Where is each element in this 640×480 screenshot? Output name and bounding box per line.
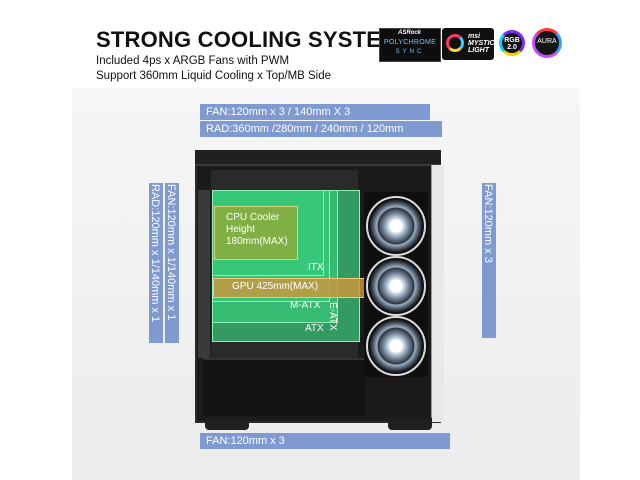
atx-label: ATX (305, 323, 324, 334)
case-foot-right (388, 418, 432, 430)
cpu-cooler-text: CPU Cooler Height 180mm(MAX) (226, 212, 288, 248)
msi-logo-text: msi MYSTIC LIGHT (468, 33, 494, 54)
right-fan-text: FAN:120mm x 3 (482, 184, 494, 263)
case-foot-left (205, 418, 249, 430)
left-rad-text: RAD:120mm x 1/140mm x 1 (149, 184, 161, 323)
msi-ring-icon (446, 34, 464, 52)
itx-label: ITX (308, 262, 324, 273)
top-fan-label: FAN:120mm x 3 / 140mm X 3 (200, 104, 430, 120)
rgb-version-text: 2.0 (507, 44, 517, 51)
cpu-cooler-line3: 180mm(MAX) (226, 236, 288, 247)
msi-mystic-light-logo: msi MYSTIC LIGHT (442, 28, 494, 60)
front-glass-panel (431, 165, 444, 422)
page-title: STRONG COOLING SYSTEM (96, 27, 400, 52)
left-rad-label: RAD:120mm x 1/140mm x 1 (149, 183, 163, 343)
right-fan-label: FAN:120mm x 3 (482, 183, 496, 338)
left-fan-label: FAN:120mm x 1/140mm x 1 (165, 183, 179, 343)
fan-icon (366, 316, 426, 376)
left-fan-text: FAN:120mm x 1/140mm x 1 (165, 184, 177, 321)
top-rad-label: RAD:360mm /280mm / 240mm / 120mm (200, 121, 442, 137)
light-text: LIGHT (468, 47, 489, 54)
cpu-cooler-line2: Height (226, 224, 255, 235)
subtitle-fans: Included 4ps x ARGB Fans with PWM (96, 55, 290, 67)
polychrome-text: POLYCHROME (383, 39, 437, 46)
rgb-text: RGB (504, 37, 520, 44)
rear-io-panel (198, 190, 210, 358)
asrock-polychrome-logo: ASRock POLYCHROME SYNC (379, 28, 441, 62)
asus-aura-logo: AURA (532, 28, 562, 58)
aura-text: AURA (537, 38, 557, 45)
rgb-fusion-logo: RGB 2.0 (499, 30, 525, 56)
fan-icon (366, 196, 426, 256)
bottom-fan-label: FAN:120mm x 3 (200, 433, 450, 449)
matx-label: M-ATX (290, 300, 321, 311)
cpu-cooler-overlay (214, 206, 298, 260)
msi-text: msi (468, 33, 481, 40)
case-top-panel (195, 150, 441, 166)
gpu-length-text: GPU 425mm(MAX) (232, 281, 319, 292)
asrock-brand-text: ASRock (398, 30, 422, 36)
subtitle-cooling: Support 360mm Liquid Cooling x Top/MB Si… (96, 70, 332, 82)
sync-text: SYNC (395, 49, 425, 55)
psu-shroud (203, 358, 366, 416)
rgb-logo-text: RGB 2.0 (502, 37, 522, 51)
cpu-cooler-line1: CPU Cooler (226, 212, 280, 223)
mystic-text: MYSTIC (468, 40, 495, 47)
fan-icon (366, 256, 426, 316)
eatx-label: E-ATX (327, 302, 338, 331)
